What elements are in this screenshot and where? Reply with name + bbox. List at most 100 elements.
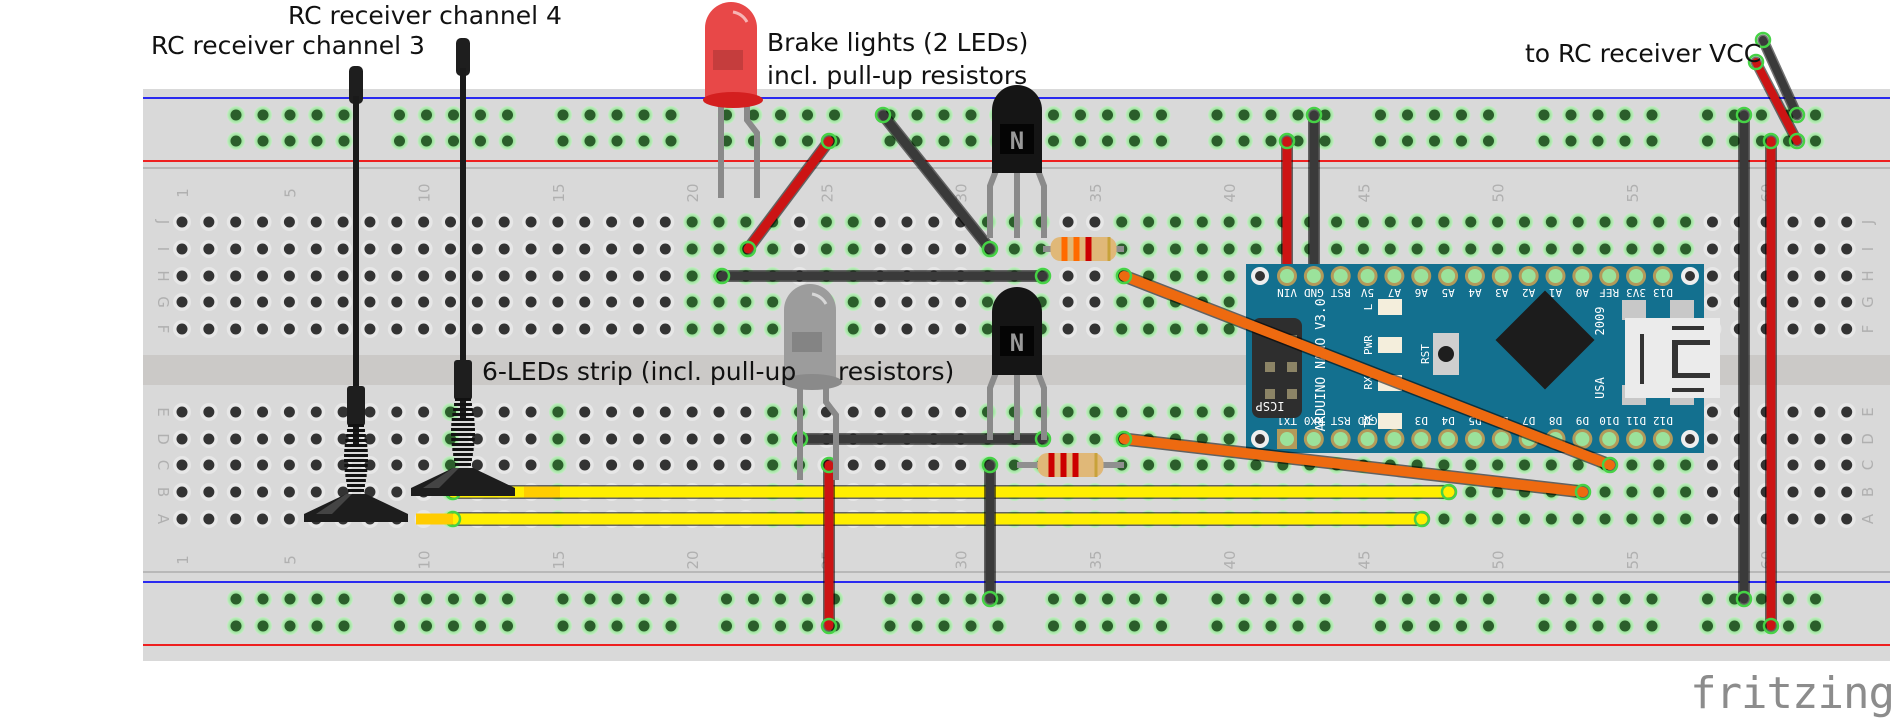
hole	[1519, 243, 1530, 255]
hole	[829, 109, 840, 121]
hole	[498, 243, 510, 255]
antenna-spring	[344, 459, 368, 462]
pin-label-rx0: RX0	[1304, 414, 1324, 427]
hole	[847, 323, 859, 335]
hole	[1292, 135, 1304, 147]
hole	[928, 243, 940, 255]
hole	[1402, 593, 1413, 605]
hole	[901, 243, 913, 255]
hole	[311, 135, 323, 147]
hole	[584, 135, 596, 147]
black-wire-brake	[878, 110, 995, 254]
hole	[418, 270, 430, 282]
pin-hole	[1414, 432, 1429, 446]
hole	[740, 459, 752, 471]
hole	[1538, 109, 1550, 121]
mount-hole	[1685, 271, 1695, 281]
row-label: H	[154, 270, 172, 281]
hole	[1565, 620, 1577, 632]
antenna-base	[411, 468, 515, 496]
wire-end	[981, 456, 999, 474]
hole	[1814, 459, 1826, 471]
hole	[1250, 243, 1262, 255]
board-name: ARDUINO NANO V3.0	[1314, 298, 1329, 431]
hole	[445, 270, 456, 282]
hole	[767, 459, 779, 471]
hole	[1653, 513, 1665, 525]
hole	[874, 296, 886, 308]
hole	[418, 296, 430, 308]
transistor-face	[1000, 326, 1034, 356]
hole	[1599, 216, 1611, 228]
icsp-label: ICSP	[1256, 399, 1285, 413]
hole	[1538, 135, 1550, 147]
pin-hole	[1441, 432, 1456, 446]
hole	[257, 323, 269, 335]
hole	[579, 216, 591, 228]
hole	[1492, 216, 1504, 228]
hole	[1619, 593, 1631, 605]
hole	[364, 459, 376, 471]
hole	[901, 216, 913, 228]
hole	[525, 433, 537, 445]
hole	[445, 459, 456, 471]
hole	[1292, 620, 1304, 632]
hole	[611, 620, 623, 632]
hole	[257, 216, 269, 228]
hole	[391, 216, 403, 228]
hole	[1653, 216, 1665, 228]
hole	[498, 406, 510, 418]
hole	[475, 109, 486, 121]
hole	[1438, 459, 1450, 471]
row-label: F	[1859, 325, 1877, 334]
hole	[230, 593, 242, 605]
hole	[257, 433, 269, 445]
hole	[1592, 135, 1604, 147]
hole	[230, 296, 242, 308]
hole	[1545, 243, 1557, 255]
hole	[579, 459, 591, 471]
hole	[874, 406, 886, 418]
hole	[1169, 459, 1181, 471]
hole	[767, 433, 779, 445]
hole	[557, 620, 569, 632]
transistor-marking: N	[1010, 127, 1024, 155]
hole	[1653, 486, 1665, 498]
pin-label-a7: A7	[1388, 286, 1401, 299]
hole	[203, 433, 215, 445]
pin-label-d9: D9	[1576, 414, 1589, 427]
npn-transistor-top: N	[987, 85, 1047, 238]
hole	[445, 243, 456, 255]
pin-hole	[1467, 269, 1482, 283]
led-leg	[744, 98, 760, 198]
hole	[767, 243, 779, 255]
hole	[448, 109, 459, 121]
hole	[257, 296, 269, 308]
transistor-face	[1000, 124, 1034, 154]
transistor-leg	[987, 166, 1000, 238]
hole	[525, 296, 537, 308]
hole	[1841, 406, 1853, 418]
hole	[230, 109, 242, 121]
resistor-band	[1072, 453, 1079, 477]
hole	[1841, 216, 1853, 228]
hole	[1702, 620, 1713, 632]
hole	[364, 433, 376, 445]
hole	[1169, 406, 1181, 418]
hole	[1384, 216, 1396, 228]
hole	[552, 433, 564, 445]
label-rc-vcc: to RC receiver VCC	[1525, 39, 1762, 68]
hole	[928, 296, 940, 308]
hole	[448, 135, 459, 147]
hole	[284, 135, 296, 147]
hole	[338, 593, 350, 605]
hole	[337, 406, 349, 418]
hole	[1706, 513, 1718, 525]
hole	[311, 593, 323, 605]
hole	[938, 593, 950, 605]
hole	[471, 433, 483, 445]
hole	[257, 135, 269, 147]
antenna-ch3	[304, 66, 408, 522]
hole	[579, 270, 591, 282]
hole	[901, 296, 913, 308]
